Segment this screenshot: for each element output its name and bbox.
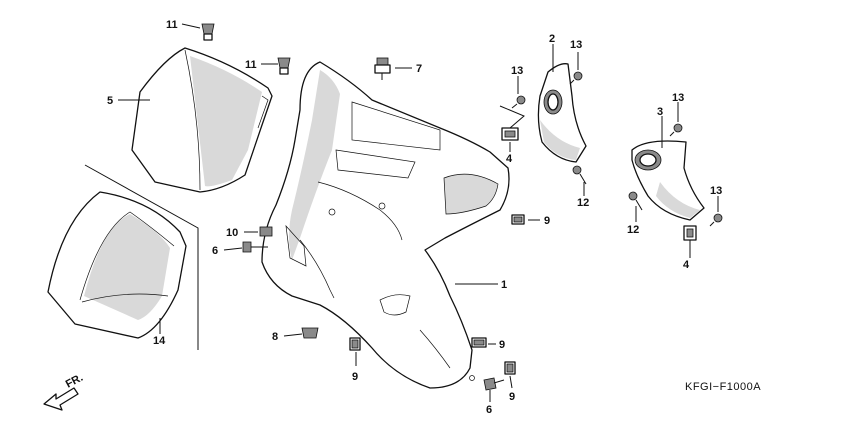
callout-11: 11 xyxy=(245,59,257,71)
callout-6: 6 xyxy=(212,245,218,257)
callout-9: 9 xyxy=(544,215,550,227)
part-14-inner-cover xyxy=(47,164,199,350)
callout-3: 3 xyxy=(657,106,663,118)
leader-lines xyxy=(118,23,719,402)
callout-4: 4 xyxy=(506,153,513,165)
part-5-upper-panel xyxy=(131,47,273,193)
callout-13: 13 xyxy=(710,185,722,197)
callout-11: 11 xyxy=(166,19,178,31)
callout-2: 2 xyxy=(549,33,555,45)
callout-4: 4 xyxy=(683,259,690,271)
callout-8: 8 xyxy=(272,331,278,343)
part-3-duct-cover xyxy=(631,140,705,221)
callout-12: 12 xyxy=(627,224,639,236)
callout-14: 14 xyxy=(153,335,166,347)
hardware-parts xyxy=(201,23,723,391)
callout-6: 6 xyxy=(486,404,492,416)
callout-9: 9 xyxy=(509,391,515,403)
callout-labels: 11 11 5 7 2 13 13 4 3 13 12 12 13 4 9 10… xyxy=(107,19,722,416)
callout-13: 13 xyxy=(511,65,523,77)
diagram-code: KFGI−F1000A xyxy=(685,381,761,393)
callout-12: 12 xyxy=(577,197,589,209)
front-direction-arrow: FR. xyxy=(43,372,85,411)
part-2-duct-cover xyxy=(537,63,587,163)
callout-10: 10 xyxy=(226,227,238,239)
callout-9: 9 xyxy=(499,339,505,351)
part-1-front-cover xyxy=(261,61,510,389)
callout-13: 13 xyxy=(570,39,582,51)
direction-label: FR. xyxy=(64,372,85,391)
callout-1: 1 xyxy=(501,279,507,291)
callout-5: 5 xyxy=(107,95,113,107)
callout-13: 13 xyxy=(672,92,684,104)
callout-9: 9 xyxy=(352,371,358,383)
callout-7: 7 xyxy=(416,63,422,75)
